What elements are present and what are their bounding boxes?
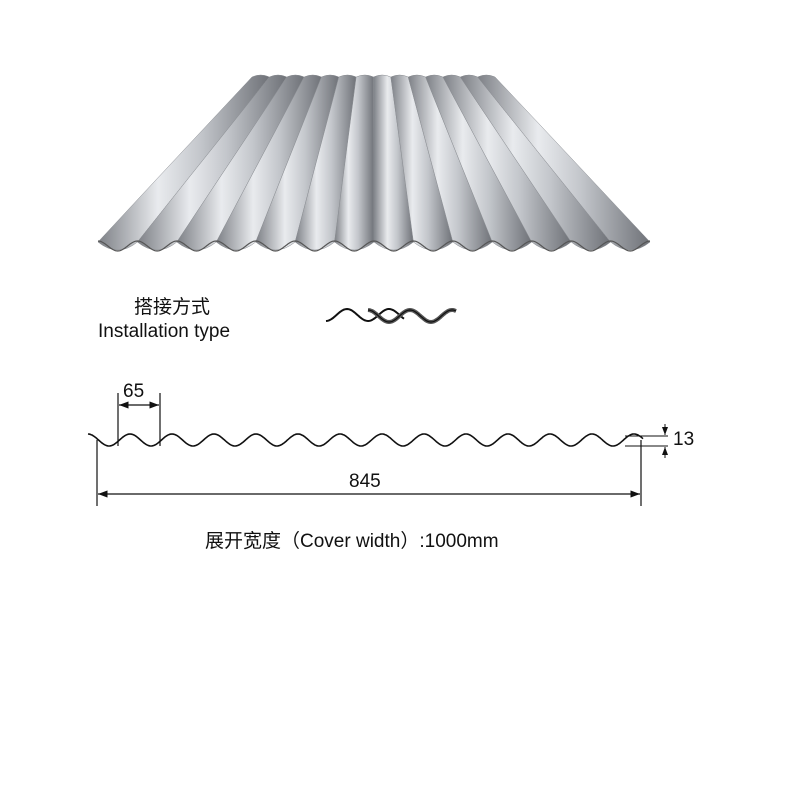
- cover-width-label-en: （Cover width）: [281, 531, 420, 552]
- cover-width-label: 展开宽度（Cover width）:1000mm: [205, 530, 499, 553]
- sheet-profile-drawing: [87, 433, 644, 447]
- height-value: 13: [673, 429, 695, 450]
- profile-line: [87, 433, 644, 447]
- pitch-dimension: [117, 393, 161, 446]
- cover-width-value: :1000mm: [419, 531, 499, 552]
- sheet-edge: [97, 240, 651, 252]
- height-dimension: [625, 424, 668, 458]
- sheet-rib: [477, 74, 651, 251]
- installation-label-en: Installation type: [98, 321, 231, 342]
- installation-overlap-icon: [325, 307, 457, 325]
- corrugated-sheet-illustration: [97, 74, 651, 252]
- installation-label-cn: 搭接方式: [134, 296, 211, 318]
- cover-width-label-cn: 展开宽度: [205, 530, 282, 552]
- effective-width-value: 845: [349, 471, 381, 492]
- sheet-a-profile: [325, 307, 405, 323]
- width-dimension: [96, 440, 642, 506]
- pitch-value: 65: [123, 381, 145, 402]
